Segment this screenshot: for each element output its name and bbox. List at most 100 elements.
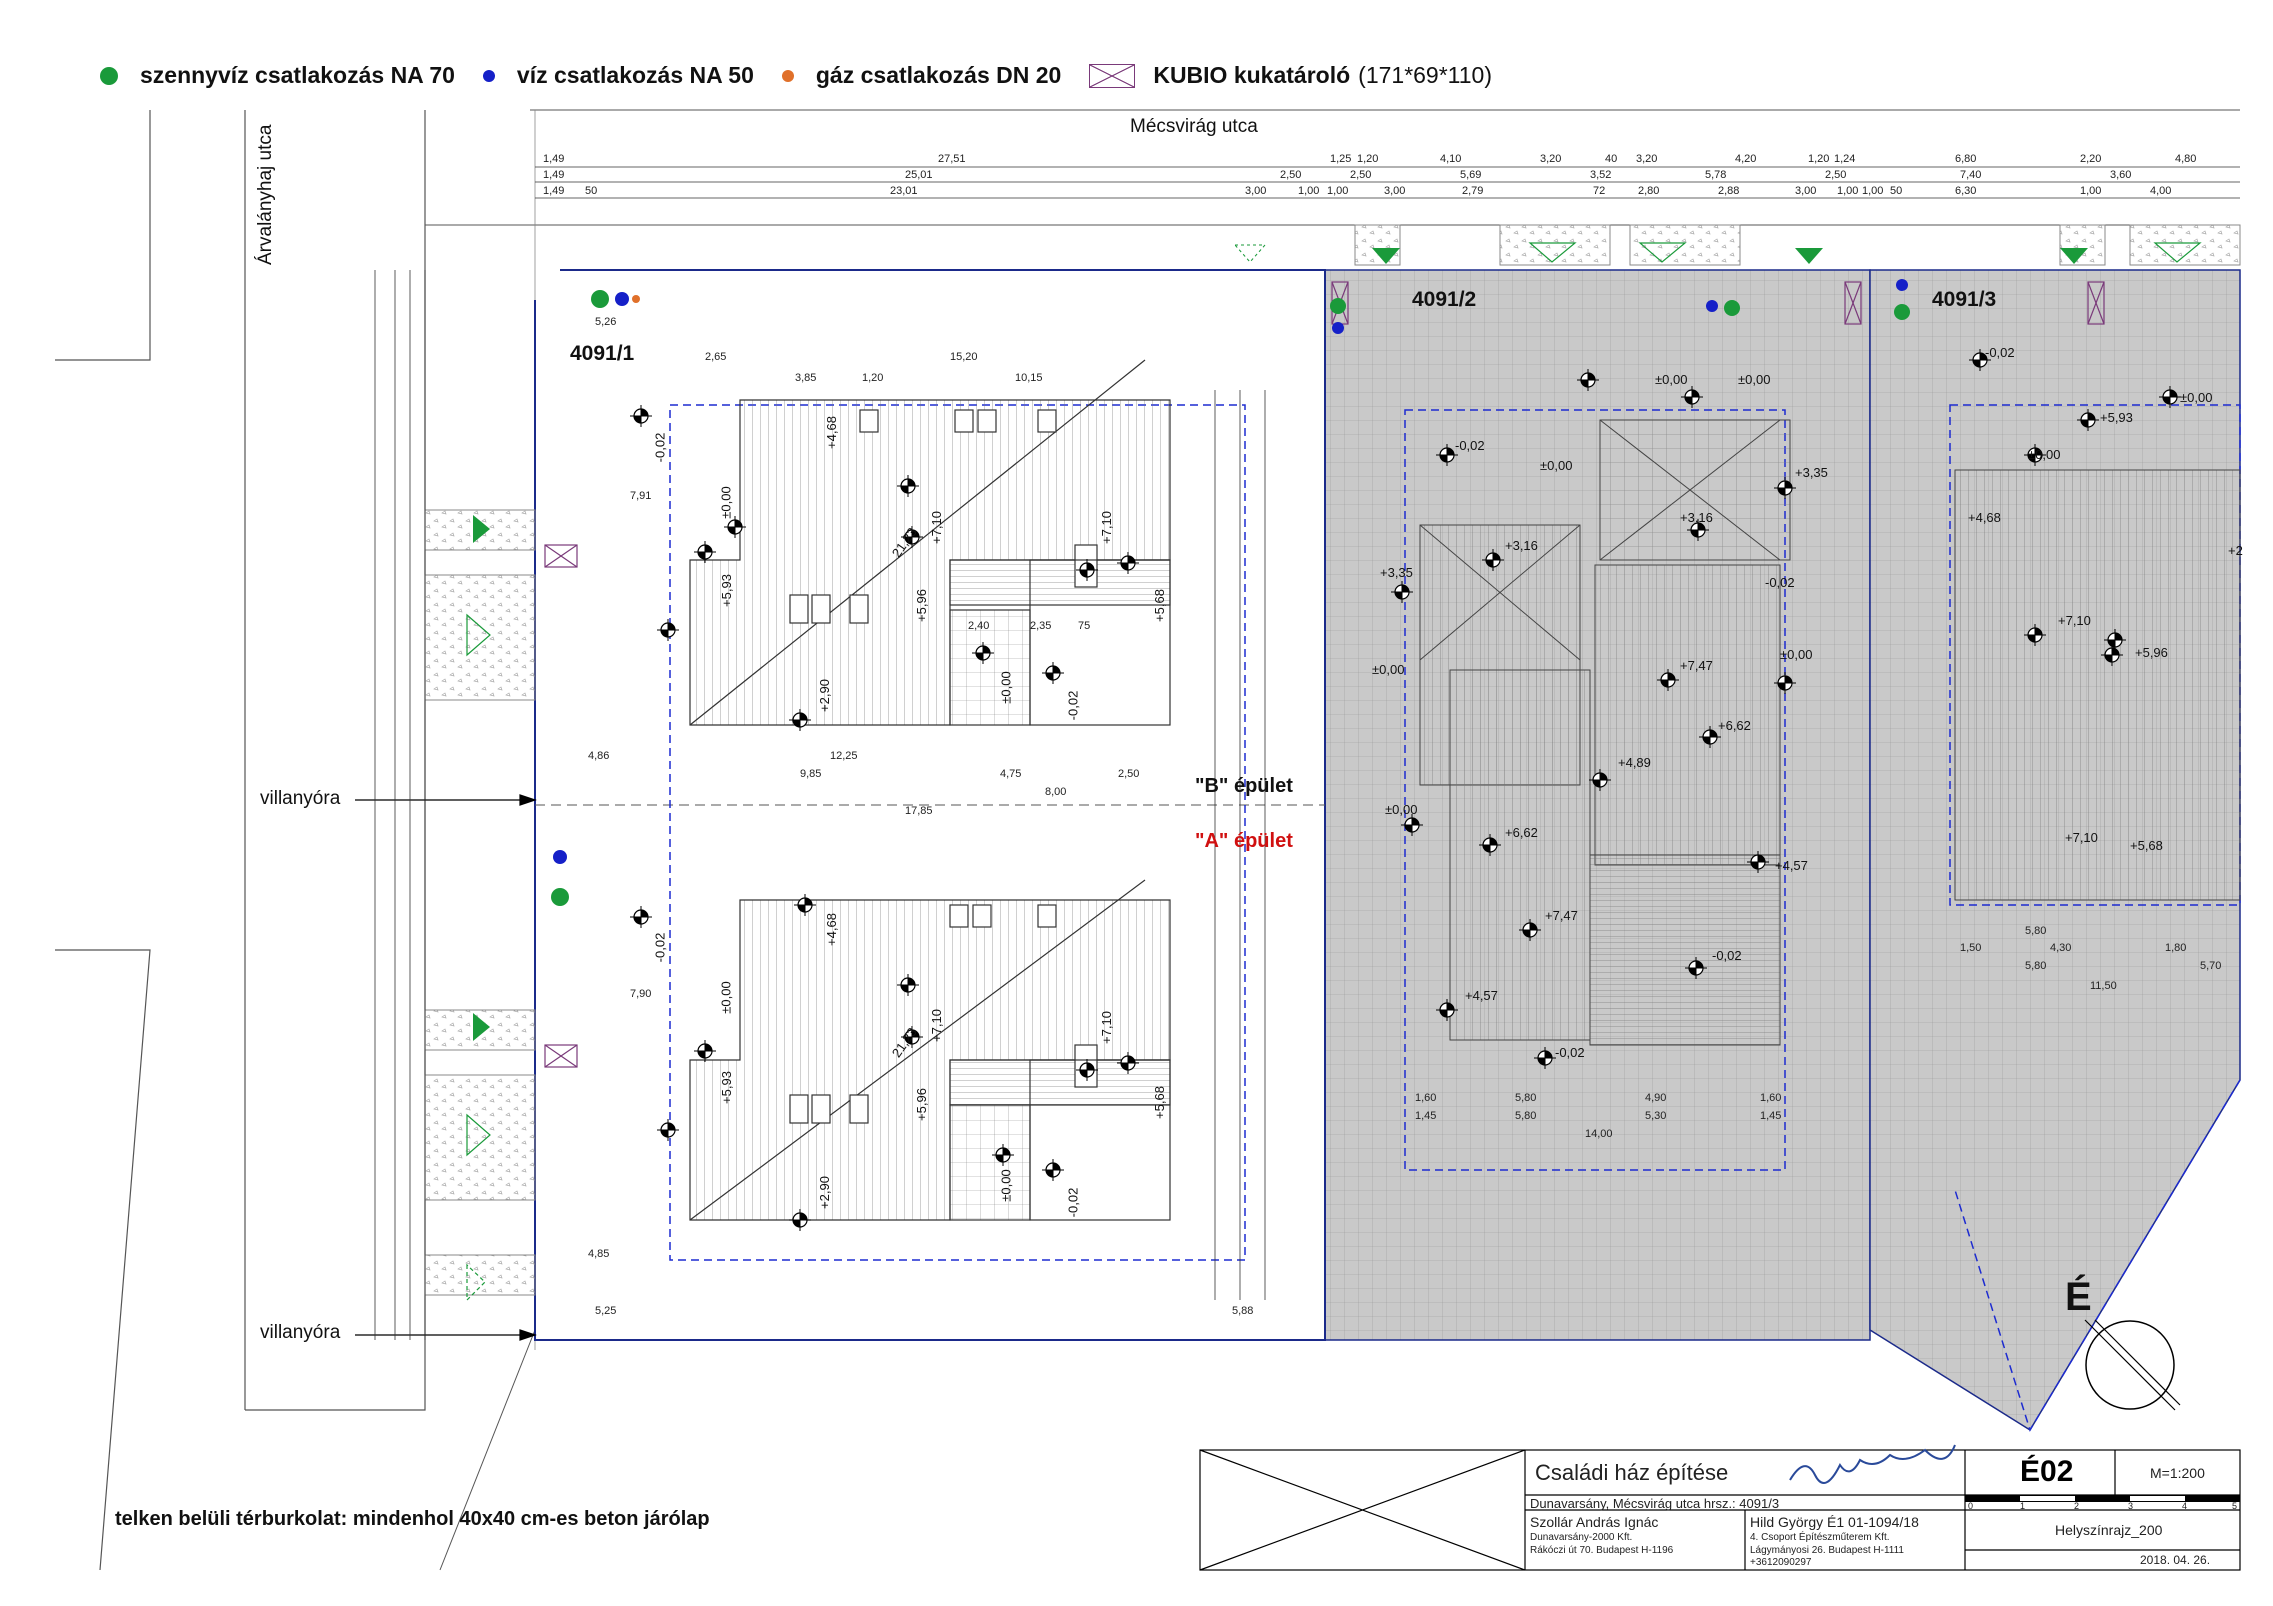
level-l2-19: -0,02 [1765, 575, 1795, 590]
l2-dim-r1-3: 1,60 [1760, 1092, 1782, 1104]
top-dimension-lines [535, 166, 2240, 199]
l3-dim-r2-1: 4,30 [2050, 942, 2072, 954]
dim-r2-6: 5,78 [1705, 169, 1727, 181]
building-b-roof [689, 359, 1171, 726]
scale-tick-0: 0 [1968, 1501, 1974, 1511]
level-a-0: +4,68 [823, 913, 839, 946]
l2-dim-r1-1: 5,80 [1515, 1092, 1537, 1104]
dim-r2-4: 5,69 [1460, 169, 1482, 181]
dim-r3-8: 72 [1593, 185, 1606, 197]
bin-symbols [544, 281, 2105, 1068]
level-b-9: -0,02 [652, 432, 668, 463]
dim-b19: 5,26 [595, 316, 617, 328]
dim-b4: 1,20 [862, 372, 884, 384]
dim-r3-10: 2,88 [1718, 185, 1740, 197]
meter-arrows [355, 794, 537, 1341]
side-street-name: Árvalányhaj utca [255, 124, 276, 265]
level-l3-4: +4,68 [1968, 510, 2001, 525]
level-l3-8: +5,68 [2130, 838, 2163, 853]
dim-r1-0: 1,49 [543, 153, 565, 165]
drawing-scale: M=1:200 [2150, 1465, 2205, 1481]
level-l2-5: +3,35 [1795, 465, 1828, 480]
lot-4091-3-buildings [1949, 404, 2241, 1432]
level-a-10: +7,10 [1098, 1011, 1114, 1044]
level-l2-10: +4,89 [1618, 755, 1651, 770]
level-l2-18: ±0,00 [1372, 662, 1405, 677]
level-l3-9: +2 [2228, 543, 2243, 558]
dim-r3-5: 1,00 [1327, 185, 1349, 197]
dim-r3-7: 2,79 [1462, 185, 1484, 197]
l2-dim-r2-3: 1,45 [1760, 1110, 1782, 1122]
legend-label-gas: gáz csatlakozás DN 20 [815, 62, 1062, 88]
level-b-6: +2,90 [816, 679, 832, 712]
level-a-3: +5,96 [913, 1088, 929, 1121]
entrance-areas [424, 224, 2241, 1296]
dim-r1-10: 1,24 [1834, 153, 1856, 165]
dim-r3-6: 3,00 [1384, 185, 1406, 197]
project-title: Családi ház építése [1535, 1460, 1729, 1485]
dim-b17: 5,25 [595, 1305, 617, 1317]
level-l2-0: ±0,00 [1540, 458, 1573, 473]
level-l3-0: -0,02 [1985, 345, 2015, 360]
scale-tick-1: 1 [2020, 1501, 2026, 1511]
l2-dim-r2-0: 1,45 [1415, 1110, 1437, 1122]
level-l3-2: +5,93 [2100, 410, 2133, 425]
level-l2-8: +7,47 [1680, 658, 1713, 673]
l3-dim-r1-0: 5,80 [2025, 925, 2047, 937]
dim-r3-4: 1,00 [1298, 185, 1320, 197]
dim-b3: 3,85 [795, 372, 817, 384]
building-b-label: "B" épület [1195, 775, 1293, 797]
dim-r3-15: 6,30 [1955, 185, 1977, 197]
level-a-2: +5,93 [718, 1071, 734, 1104]
dim-b15: 4,86 [588, 750, 610, 762]
level-l2-15: +4,57 [1775, 858, 1808, 873]
north-label: É [2065, 1275, 2092, 1319]
north-arrow [2084, 1319, 2181, 1411]
legend-item-water: víz csatlakozás NA 50 [482, 62, 754, 89]
scale-tick-5: 5 [2232, 1501, 2238, 1511]
title-block-scale-bar [1965, 1495, 2240, 1502]
legend-label-bin: KUBIO kukatároló [1153, 62, 1351, 88]
dim-r1-9: 1,20 [1808, 153, 1830, 165]
scale-tick-3: 3 [2128, 1501, 2134, 1511]
level-l2-7: ±0,00 [1738, 372, 1771, 387]
legend-bin-dimensions: (171*69*110) [1358, 62, 1493, 88]
level-a-1: +7,10 [928, 1009, 944, 1042]
dim-r3-0: 1,49 [543, 185, 565, 197]
l2-dim-r2-1: 5,80 [1515, 1110, 1537, 1122]
level-b-1: +7,10 [928, 511, 944, 544]
meter-label-a: villanyóra [260, 1322, 341, 1343]
office-address: Lágymányosi 26. Budapest H-1111 [1750, 1545, 1904, 1556]
title-block-frame [1199, 1449, 2241, 1571]
dim-b9: 8,00 [1045, 786, 1067, 798]
dim-b18: 5,88 [1232, 1305, 1254, 1317]
level-a-5: ±0,00 [718, 981, 734, 1014]
dim-r3-17: 4,00 [2150, 185, 2172, 197]
dim-r1-5: 3,20 [1540, 153, 1562, 165]
dim-b2: 15,20 [950, 351, 978, 363]
gas-dot-icon [781, 69, 794, 82]
dim-b5: 10,15 [1015, 372, 1043, 384]
dim-r3-13: 1,00 [1862, 185, 1884, 197]
dim-r1-8: 4,20 [1735, 153, 1757, 165]
level-b-10: +7,10 [1098, 511, 1114, 544]
dim-r2-3: 2,50 [1350, 169, 1372, 181]
bin-icon [1089, 63, 1136, 88]
level-l2-4: +3,16 [1680, 510, 1713, 525]
dim-b21: 7,90 [630, 988, 652, 1000]
dim-b10: 12,25 [830, 750, 858, 762]
legend: szennyvíz csatlakozás NA 70 víz csatlako… [100, 62, 1520, 89]
dim-r3-14: 50 [1890, 185, 1903, 197]
lot-label-2: 4091/2 [1412, 288, 1477, 311]
dim-r2-7: 2,50 [1825, 169, 1847, 181]
dim-r3-11: 3,00 [1795, 185, 1817, 197]
level-l2-14: +4,57 [1465, 988, 1498, 1003]
dim-r1-13: 4,80 [2175, 153, 2197, 165]
l3-dim-r3-0: 5,80 [2025, 960, 2047, 972]
dim-r1-3: 1,20 [1357, 153, 1379, 165]
dim-b1: 2,65 [705, 351, 727, 363]
dim-b16: 4,85 [588, 1248, 610, 1260]
dim-b8: 2,50 [1118, 768, 1140, 780]
level-a-6: +2,90 [816, 1176, 832, 1209]
